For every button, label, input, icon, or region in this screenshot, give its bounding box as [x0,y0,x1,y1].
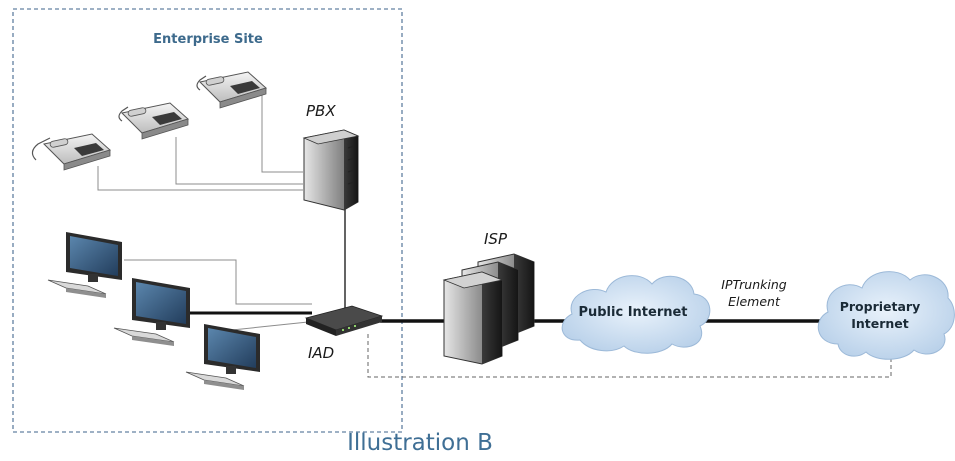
desk-phone-icon [118,102,189,140]
pbx-tower-icon [302,129,360,211]
isp-server-icon [442,253,535,365]
iad-label: IAD [308,344,335,362]
enterprise-site-title: Enterprise Site [153,32,263,47]
isp-label: ISP [484,230,507,248]
desk-phone-icon [196,71,267,109]
pc-wiring [124,259,312,331]
iad-device-icon [304,305,384,336]
public-internet-cloud-icon [561,275,711,354]
proprietary-internet-cloud-icon [817,271,955,360]
proprietary-internet-label: Proprietary Internet [839,299,921,331]
trunk-dashed-link [367,334,892,378]
desk-phone-icon [31,133,111,171]
phone-wiring [97,88,303,191]
trunking-element-label: IPTrunking Element [721,277,787,309]
desktop-computer-icon [113,278,190,346]
desktop-computer-icon [47,232,122,298]
desktop-computer-icon [185,324,260,390]
enterprise-site-boundary [12,8,403,433]
public-internet-label: Public Internet [578,305,688,320]
pbx-label: PBX [306,102,336,120]
illustration-caption: Illustration B [347,430,493,456]
